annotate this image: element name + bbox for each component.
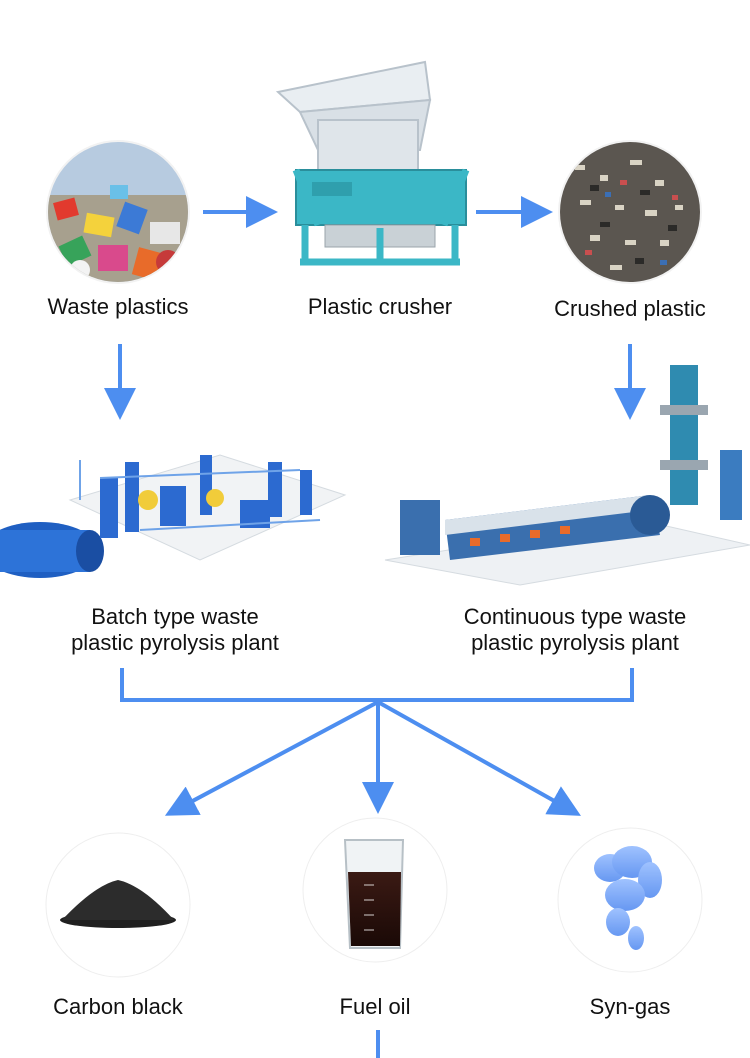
label-continuous-plant: Continuous type waste plastic pyrolysis … — [430, 604, 720, 656]
label-continuous-plant-line1: Continuous type waste — [463, 604, 687, 629]
label-batch-plant-line2: plastic pyrolysis plant — [71, 630, 279, 655]
label-continuous-plant-line2: plastic pyrolysis plant — [471, 630, 679, 655]
continuous-pyrolysis-plant-icon — [384, 365, 750, 586]
label-syn-gas: Syn-gas — [589, 994, 671, 1019]
label-fuel-oil: Fuel oil — [339, 994, 411, 1019]
carbon-black-powder-icon — [45, 832, 191, 978]
label-crushed-plastic: Crushed plastic — [554, 296, 706, 321]
label-waste-plastics: Waste plastics — [47, 294, 189, 319]
crushed-plastic-photo-icon — [558, 140, 702, 284]
fuel-oil-beaker-icon — [302, 817, 448, 963]
arrow-to-carbon-black — [164, 699, 381, 816]
syn-gas-cloud-icon — [557, 827, 703, 973]
waste-plastics-photo-icon — [46, 140, 190, 284]
batch-pyrolysis-plant-icon — [0, 454, 347, 578]
arrow-to-syn-gas — [375, 699, 581, 816]
label-carbon-black: Carbon black — [53, 994, 183, 1019]
label-plastic-crusher: Plastic crusher — [307, 294, 453, 319]
bracket-plants-to-products — [120, 668, 634, 702]
label-batch-plant-line1: Batch type waste — [91, 604, 259, 629]
label-batch-plant: Batch type waste plastic pyrolysis plant — [40, 604, 310, 656]
flow-arrows — [104, 196, 646, 1058]
plastic-crusher-machine-icon — [275, 60, 470, 266]
